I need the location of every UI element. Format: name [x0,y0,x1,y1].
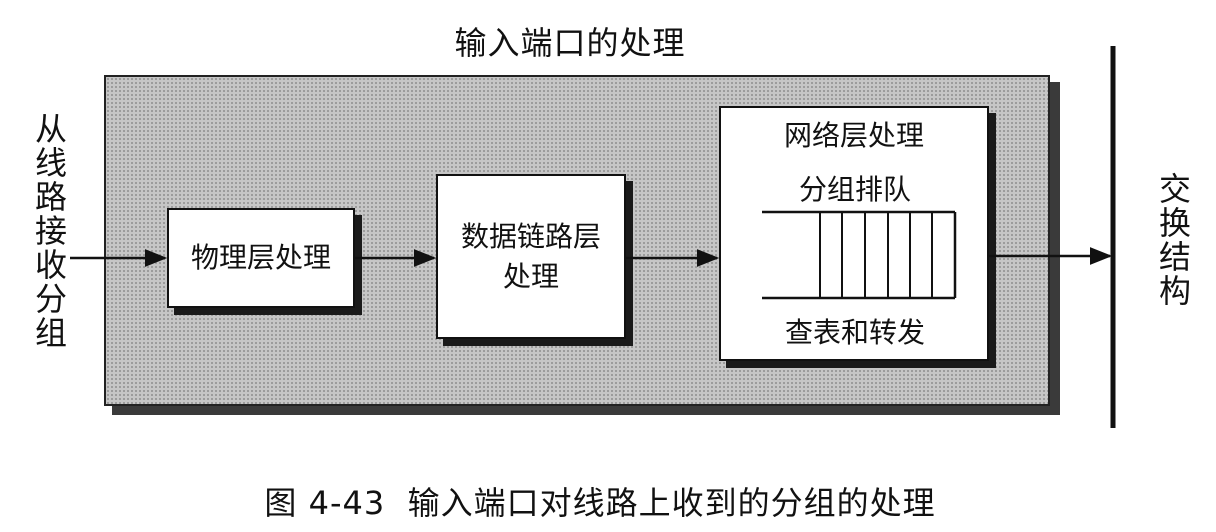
physical-layer-box: 物理层处理 [167,208,355,308]
physical-layer-label: 物理层处理 [190,241,331,274]
network-layer-box [719,106,989,361]
packet-queue [762,210,957,300]
data-link-layer-label-line1: 数据链路层 [460,219,601,253]
lookup-forward-label: 查表和转发 [784,316,925,349]
diagram-title: 输入端口的处理 [454,24,686,62]
input-label: 从线路接收分组 [30,112,68,350]
data-link-layer-label-line2: 处理 [502,259,559,293]
network-layer-title: 网络层处理 [783,119,924,152]
figure-caption: 图 4-43 输入端口对线路上收到的分组的处理 [264,484,936,522]
queue-label: 分组排队 [798,173,911,206]
output-label: 交换结构 [1154,172,1192,308]
data-link-layer-box: 数据链路层 处理 [436,174,626,339]
